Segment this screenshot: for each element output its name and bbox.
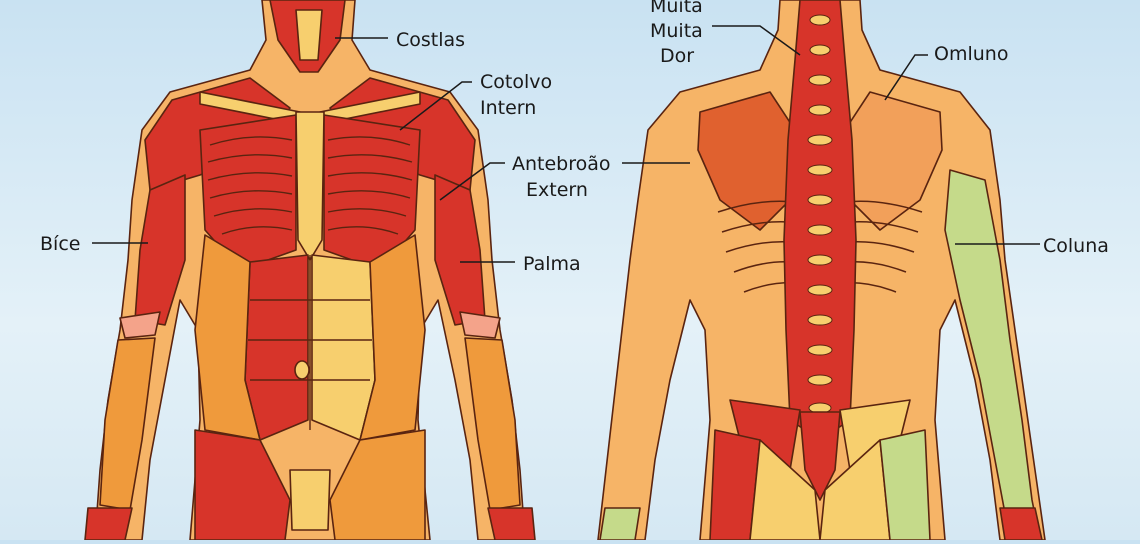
front-abs-left bbox=[245, 255, 308, 440]
back-spine bbox=[784, 0, 856, 430]
label-cotolvo-line1: Cotolvo bbox=[480, 71, 552, 93]
label-coluna: Coluna bbox=[1043, 235, 1109, 257]
front-throat bbox=[296, 10, 322, 60]
label-palma: Palma bbox=[523, 253, 581, 275]
label-omluno: Omluno bbox=[934, 43, 1008, 65]
front-figure bbox=[85, 0, 535, 540]
label-antebroao-line1: Antebroão bbox=[512, 153, 611, 175]
back-hand-right bbox=[1000, 508, 1042, 540]
label-muita-line3: Dor bbox=[660, 45, 694, 67]
front-groin bbox=[290, 470, 330, 530]
front-hand-right bbox=[488, 508, 535, 540]
label-muita-line2: Muita bbox=[650, 20, 703, 42]
label-cotolvo-line2: Intern bbox=[480, 97, 536, 119]
label-costlas: Costlas bbox=[396, 29, 465, 51]
label-muita-line1: Muita bbox=[650, 0, 703, 17]
front-navel bbox=[295, 361, 309, 379]
label-bice: Bíce bbox=[40, 233, 80, 255]
back-hand-left bbox=[600, 508, 640, 540]
back-figure bbox=[598, 0, 1045, 540]
front-abs-right bbox=[312, 255, 375, 440]
front-hand-left bbox=[85, 508, 132, 540]
label-antebroao-line2: Extern bbox=[526, 179, 588, 201]
front-sternum bbox=[296, 112, 324, 260]
